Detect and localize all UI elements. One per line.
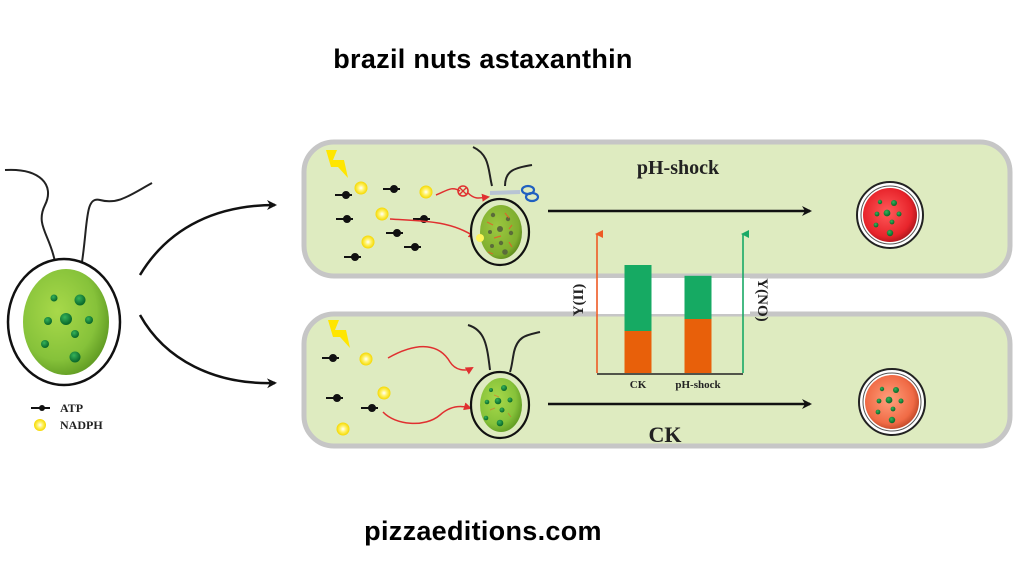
- arrow-to-ph-shock: [138, 200, 277, 276]
- left-axis-label: Y(II): [571, 284, 587, 317]
- nadph-molecules: [354, 181, 433, 249]
- legend-label-atp: ATP: [60, 401, 83, 415]
- flagellum: [509, 331, 541, 373]
- lightning-icon: [328, 320, 350, 348]
- red-arrow-long: [389, 218, 477, 239]
- x-tick-label: CK: [630, 379, 647, 391]
- right-axis-label: Y(NO): [754, 278, 770, 321]
- stressed-cell-body: [480, 205, 522, 259]
- nadph-entry: [476, 234, 484, 242]
- red-arrow-short: [467, 192, 490, 202]
- panel-ph-shock: pH-shock: [301, 139, 1013, 279]
- panel-label-ck: CK: [649, 422, 682, 447]
- footer-url: pizzaeditions.com: [364, 516, 602, 546]
- atp-molecules: [322, 354, 378, 412]
- atp-icon: [31, 405, 50, 411]
- flagellum-right: [81, 182, 153, 263]
- astaxanthin-streaks: [489, 394, 512, 418]
- result-cell-red: [856, 181, 924, 249]
- astaxanthin-streaks: [486, 212, 513, 255]
- bar-yno-ck: [624, 265, 652, 331]
- nadph-molecules: [336, 352, 391, 436]
- bar-yii-ph-shock: [684, 319, 712, 373]
- bar-yii-ck: [624, 331, 652, 373]
- legend-label-nadph: NADPH: [60, 418, 103, 432]
- panel-ck: CK: [301, 311, 1013, 449]
- parent-cell: [4, 168, 153, 387]
- result-cell-orange: [858, 368, 926, 436]
- nadph-sun-icon: [34, 419, 46, 431]
- bar-yno-ph-shock: [684, 275, 712, 319]
- yield-chart: CK pH-shock Y(II) Y(NO): [571, 230, 770, 391]
- arrow-to-ck: [138, 314, 277, 389]
- scissors-icon: [489, 184, 540, 203]
- panel-label-ph-shock: pH-shock: [637, 157, 720, 179]
- cell-dots: [488, 212, 514, 255]
- blocked-icon: [457, 185, 469, 197]
- red-arrow-upper: [387, 345, 474, 375]
- x-tick-label: pH-shock: [675, 379, 721, 391]
- flagellum: [467, 324, 491, 371]
- chart-gap-bg: [596, 278, 750, 314]
- flagellum: [504, 164, 533, 187]
- cell-dots: [483, 385, 513, 427]
- flagellum: [472, 146, 493, 187]
- flagellum-left: [4, 168, 56, 263]
- red-arrow-lower: [382, 402, 472, 425]
- page-title: brazil nuts astaxanthin: [333, 44, 633, 74]
- legend: ATP NADPH: [31, 401, 103, 432]
- lightning-icon: [326, 150, 348, 178]
- atp-molecules: [335, 185, 430, 261]
- chloroplast-dots: [41, 294, 93, 363]
